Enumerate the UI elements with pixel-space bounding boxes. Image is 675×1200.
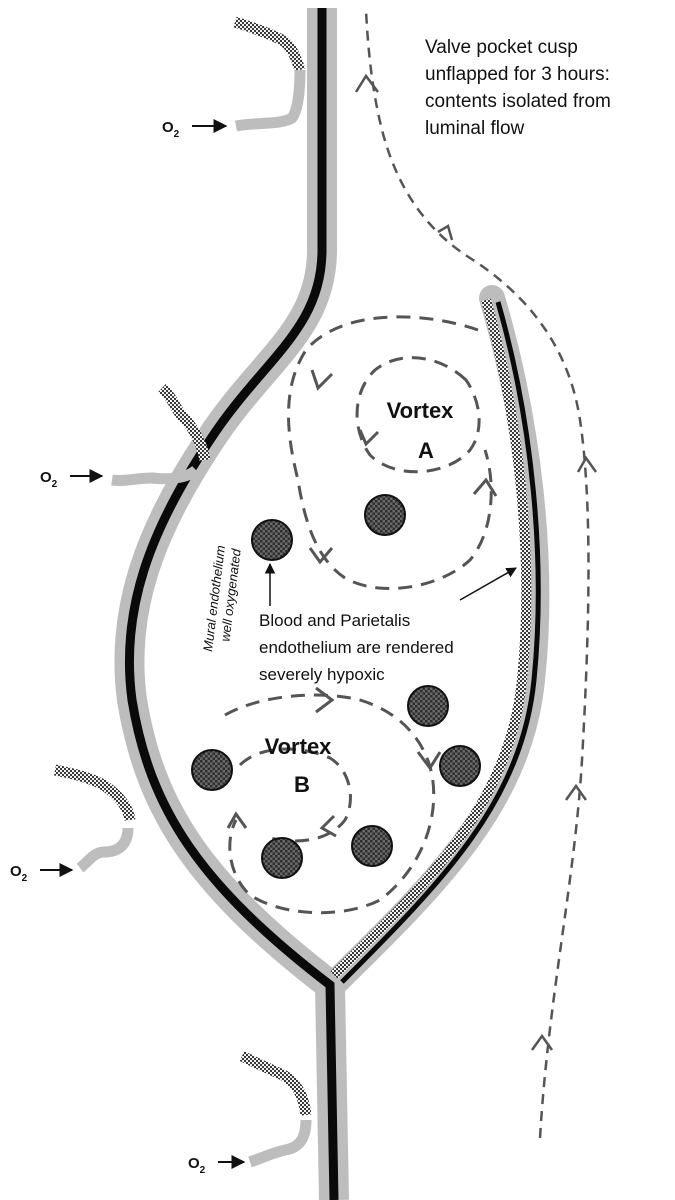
oxygen-branch-3 (55, 770, 130, 868)
blood-cell (262, 838, 302, 878)
blood-cell (192, 750, 232, 790)
blood-cell (440, 746, 480, 786)
caption-line-1: Valve pocket cusp (425, 34, 675, 61)
oxygen-label-4: O2 (188, 1155, 244, 1176)
oxygen-label-1: O2 (162, 119, 226, 140)
oxygen-label-3: O2 (10, 863, 72, 884)
hypoxia-note: Blood and Parietalis endothelium are ren… (259, 611, 454, 684)
blood-cell (352, 826, 392, 866)
blood-cell (365, 495, 405, 535)
luminal-flow-arrow (356, 10, 596, 1138)
svg-text:O2: O2 (162, 119, 180, 140)
svg-text:O2: O2 (10, 863, 28, 884)
caption-line-2: unflapped for 3 hours: (425, 61, 675, 88)
vortex-b-letter: B (294, 772, 310, 797)
hypoxia-note-line-3: severely hypoxic (259, 665, 385, 684)
vortex-b-label: Vortex (265, 734, 333, 759)
hypoxia-note-line-1: Blood and Parietalis (259, 611, 410, 630)
oxygen-branch-4 (242, 1056, 306, 1162)
svg-text:O2: O2 (188, 1155, 206, 1176)
vortex-b-inner-arrowhead (322, 816, 336, 836)
blood-cell (252, 520, 292, 560)
blood-cell (408, 686, 448, 726)
vortex-a-label: Vortex (387, 398, 455, 423)
mural-note: Mural endothelium well oxygenated (200, 544, 244, 654)
valve-pocket-caption: Valve pocket cusp unflapped for 3 hours:… (425, 34, 675, 142)
oxygen-branch-1 (235, 22, 300, 126)
hypoxia-pointer-to-cusp (460, 568, 516, 600)
svg-text:O2: O2 (40, 469, 58, 490)
oxygen-label-2: O2 (40, 469, 102, 490)
vortex-a-outer-flow (289, 317, 492, 589)
caption-line-4: luminal flow (425, 115, 675, 142)
vortex-a-letter: A (418, 438, 434, 463)
vortex-a-inner-arrowhead (360, 430, 378, 444)
hypoxia-note-line-2: endothelium are rendered (259, 638, 454, 657)
caption-line-3: contents isolated from (425, 88, 675, 115)
vortex-b-outer-flow (225, 695, 434, 913)
